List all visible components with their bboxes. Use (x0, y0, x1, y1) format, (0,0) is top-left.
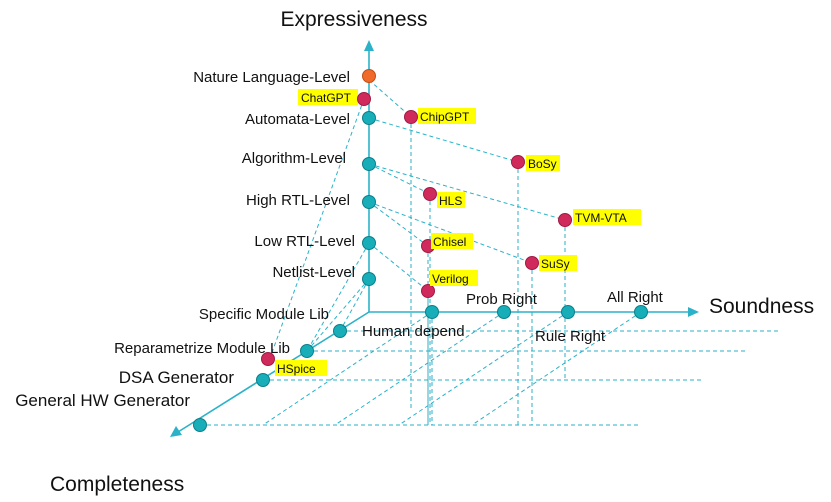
node-high-rtl (362, 195, 376, 209)
node-netlist (362, 272, 376, 286)
bosy-point (511, 155, 525, 169)
chipgpt-label: ChipGPT (420, 110, 470, 124)
node-reparametrize-module-lib (300, 344, 314, 358)
verilog-label: Verilog (432, 272, 469, 286)
node-general-hw-generator (193, 418, 207, 432)
hls-point (423, 187, 437, 201)
completeness-label-general-hw-generator: General HW Generator (15, 391, 190, 410)
tvm-vta-point (558, 213, 572, 227)
soundness-level-labels: Human depend Prob Right Rule Right All R… (362, 289, 664, 345)
level-label-netlist: Netlist-Level (272, 264, 355, 281)
hspice-label-highlight (275, 360, 327, 376)
completeness-axis-title: Completeness (50, 473, 184, 496)
tvm-vta-label: TVM-VTA (575, 211, 627, 225)
soundness-arrow (688, 307, 699, 317)
level-label-nature-language: Nature Language-Level (193, 69, 350, 86)
verilog-point (421, 284, 435, 298)
node-specific-module-lib (333, 324, 347, 338)
soundness-label-rule-right: Rule Right (535, 328, 606, 345)
susy-label: SuSy (541, 257, 570, 271)
bosy-label-highlight (526, 155, 560, 171)
completeness-label-specific-module-lib: Specific Module Lib (199, 306, 329, 323)
level-label-high-rtl: High RTL-Level (246, 192, 350, 209)
chisel-label: Chisel (433, 235, 466, 249)
level-label-algorithm: Algorithm-Level (242, 150, 346, 167)
susy-point (525, 256, 539, 270)
completeness-label-reparametrize-module-lib: Reparametrize Module Lib (114, 340, 290, 357)
node-low-rtl (362, 236, 376, 250)
chipgpt-label-highlight (418, 108, 476, 124)
tvm-vta-label-highlight (573, 209, 641, 225)
node-algorithm (362, 157, 376, 171)
hls-label: HLS (439, 194, 462, 208)
chatgpt-point (357, 92, 371, 106)
soundness-label-all-right: All Right (607, 289, 664, 306)
verilog-label-highlight (430, 270, 478, 286)
tool-points: ChatGPT ChipGPT BoSy HLS TVM-VTA Chisel … (261, 89, 641, 376)
expressiveness-axis-title: Expressiveness (280, 8, 427, 31)
susy-label-highlight (539, 255, 577, 271)
soundness-label-human-depend: Human depend (362, 323, 465, 340)
chatgpt-label: ChatGPT (301, 91, 352, 105)
hspice-label: HSpice (277, 362, 316, 376)
hls-label-highlight (437, 192, 465, 208)
soundness-axis-title: Soundness (709, 295, 814, 318)
node-human-depend (425, 305, 439, 319)
level-label-automata: Automata-Level (245, 111, 350, 128)
expressiveness-arrow (364, 40, 374, 51)
bosy-label: BoSy (528, 157, 557, 171)
axis-nodes (193, 69, 648, 432)
node-all-right (634, 305, 648, 319)
node-rule-right (561, 305, 575, 319)
chipgpt-point (404, 110, 418, 124)
node-automata (362, 111, 376, 125)
chatgpt-label-highlight (298, 89, 358, 105)
level-label-low-rtl: Low RTL-Level (254, 233, 355, 250)
node-nature-language (362, 69, 376, 83)
node-prob-right (497, 305, 511, 319)
chisel-label-highlight (431, 233, 473, 249)
completeness-arrow (170, 426, 182, 437)
hspice-point (261, 352, 275, 366)
soundness-label-prob-right: Prob Right (466, 291, 538, 308)
completeness-label-dsa-generator: DSA Generator (119, 368, 235, 387)
node-dsa-generator (256, 373, 270, 387)
expressiveness-level-labels: Nature Language-Level Automata-Level Alg… (193, 69, 355, 281)
completeness-level-labels: Specific Module Lib Reparametrize Module… (15, 306, 329, 410)
